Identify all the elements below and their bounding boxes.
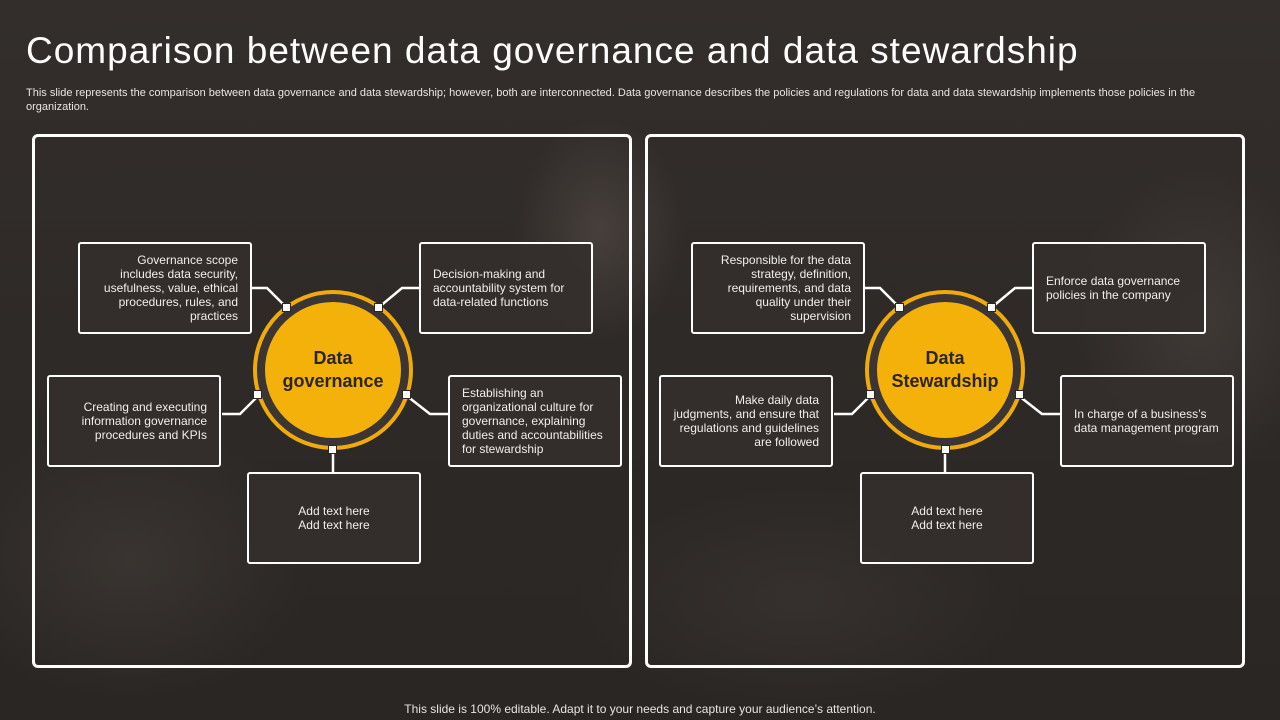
connector-node: [1015, 390, 1024, 399]
connector-node: [895, 303, 904, 312]
governance-center-label: Data governance: [265, 347, 401, 393]
governance-decision-text: Decision-making and accountability syste…: [433, 267, 579, 309]
governance-culture-box: Establishing an organizational culture f…: [448, 375, 622, 467]
stewardship-enforce-text: Enforce data governance policies in the …: [1046, 274, 1192, 302]
connector-node: [866, 390, 875, 399]
governance-scope-box: Governance scope includes data security,…: [78, 242, 252, 334]
stewardship-program-text: In charge of a business’s data managemen…: [1074, 407, 1220, 435]
governance-kpi-text: Creating and executing information gover…: [61, 400, 207, 442]
stewardship-enforce-box: Enforce data governance policies in the …: [1032, 242, 1206, 334]
stewardship-center-fill: Data Stewardship: [877, 302, 1013, 438]
connector-node: [253, 390, 262, 399]
governance-center-circle: Data governance: [253, 290, 413, 450]
connector-node: [282, 303, 291, 312]
stewardship-placeholder-text[interactable]: Add text here Add text here: [874, 504, 1020, 532]
stewardship-placeholder-box[interactable]: Add text here Add text here: [860, 472, 1034, 564]
governance-placeholder-text[interactable]: Add text here Add text here: [261, 504, 407, 532]
slide-title: Comparison between data governance and d…: [26, 30, 1079, 72]
slide-footer: This slide is 100% editable. Adapt it to…: [0, 702, 1280, 716]
stewardship-program-box: In charge of a business’s data managemen…: [1060, 375, 1234, 467]
stewardship-center-label: Data Stewardship: [877, 347, 1013, 393]
stewardship-center-circle: Data Stewardship: [865, 290, 1025, 450]
governance-culture-text: Establishing an organizational culture f…: [462, 386, 608, 456]
stewardship-responsibility-box: Responsible for the data strategy, defin…: [691, 242, 865, 334]
connector-node: [987, 303, 996, 312]
governance-scope-text: Governance scope includes data security,…: [92, 253, 238, 323]
connector-node: [328, 445, 337, 454]
governance-placeholder-box[interactable]: Add text here Add text here: [247, 472, 421, 564]
stewardship-judgment-box: Make daily data judgments, and ensure th…: [659, 375, 833, 467]
governance-center-fill: Data governance: [265, 302, 401, 438]
connector-node: [402, 390, 411, 399]
stewardship-responsibility-text: Responsible for the data strategy, defin…: [705, 253, 851, 323]
slide-subtitle: This slide represents the comparison bet…: [26, 86, 1246, 114]
governance-decision-box: Decision-making and accountability syste…: [419, 242, 593, 334]
connector-node: [374, 303, 383, 312]
governance-kpi-box: Creating and executing information gover…: [47, 375, 221, 467]
connector-node: [941, 445, 950, 454]
stewardship-judgment-text: Make daily data judgments, and ensure th…: [673, 393, 819, 449]
